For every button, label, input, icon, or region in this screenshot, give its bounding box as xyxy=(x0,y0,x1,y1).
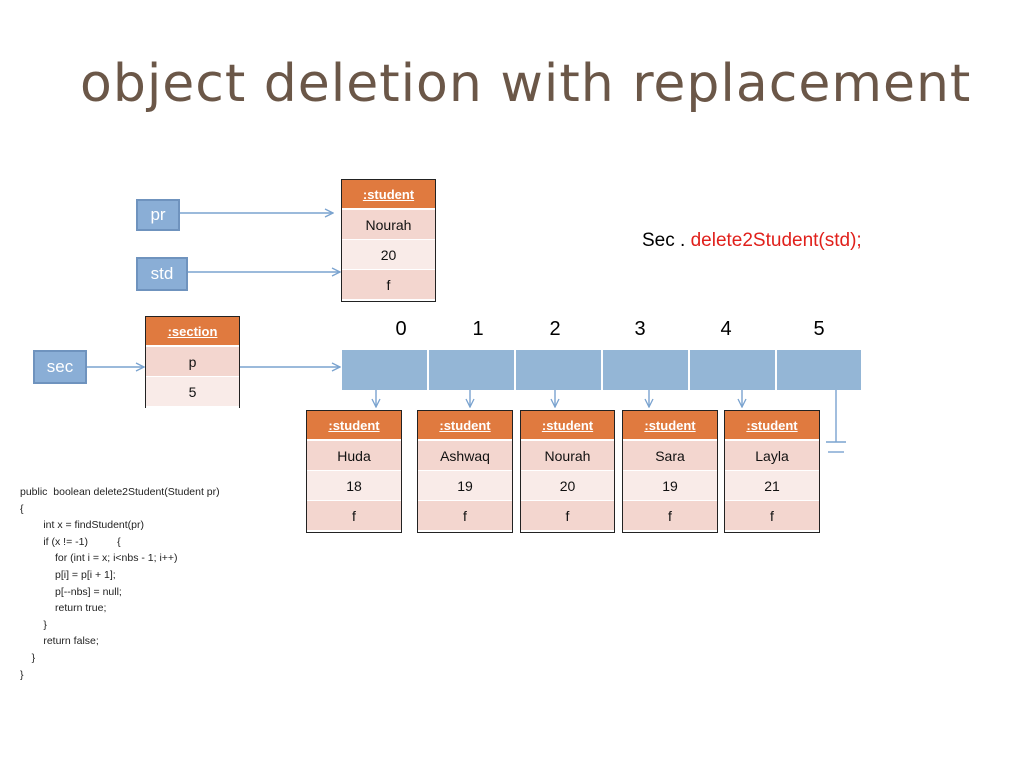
variable-sec: sec xyxy=(33,350,87,384)
variable-std-label: std xyxy=(150,264,174,283)
student-1-header: :student xyxy=(418,411,512,441)
code-line: return false; xyxy=(20,635,99,648)
code-line: int x = findStudent(pr) xyxy=(20,519,145,532)
student-object-2: :student Nourah 20 f xyxy=(520,410,615,533)
method-call-object: Sec . xyxy=(642,230,686,251)
student-4-name: Layla xyxy=(725,441,819,471)
slide-title: object deletion with replacement xyxy=(80,54,972,114)
student-0-name: Huda xyxy=(307,441,401,471)
section-header: :section xyxy=(146,317,239,347)
code-line: } xyxy=(20,651,36,664)
code-line: } xyxy=(20,668,24,681)
std-student-gender: f xyxy=(342,270,435,300)
section-object: :section p 5 xyxy=(145,316,240,408)
student-0-header: :student xyxy=(307,411,401,441)
student-2-header: :student xyxy=(521,411,614,441)
code-line: p[--nbs] = null; xyxy=(20,585,122,598)
code-line: for (int i = x; i<nbs - 1; i++) xyxy=(20,552,178,565)
array-cell-1 xyxy=(429,350,516,390)
student-1-age: 19 xyxy=(418,471,512,501)
student-2-age: 20 xyxy=(521,471,614,501)
variable-sec-label: sec xyxy=(46,357,74,376)
code-line: public boolean delete2Student(Student pr… xyxy=(20,486,220,498)
variable-pr-label: pr xyxy=(150,205,166,224)
code-line: if (x != -1) { xyxy=(20,535,121,548)
student-object-1: :student Ashwaq 19 f xyxy=(417,410,513,533)
student-4-age: 21 xyxy=(725,471,819,501)
std-student-age: 20 xyxy=(342,240,435,270)
array-cell-4 xyxy=(690,350,777,390)
code-snippet: public boolean delete2Student(Student pr… xyxy=(20,484,220,683)
std-student-name: Nourah xyxy=(342,210,435,240)
code-line: { xyxy=(20,502,24,515)
array-cell-0 xyxy=(342,350,429,390)
student-3-age: 19 xyxy=(623,471,717,501)
student-4-header: :student xyxy=(725,411,819,441)
code-line: p[i] = p[i + 1]; xyxy=(20,568,116,581)
array-cell-3 xyxy=(603,350,690,390)
student-0-gender: f xyxy=(307,501,401,531)
std-student-header: :student xyxy=(342,180,435,210)
array-index-4: 4 xyxy=(720,318,732,340)
variable-pr: pr xyxy=(136,199,180,231)
array-cell-5 xyxy=(777,350,861,390)
array-index-1: 1 xyxy=(472,318,484,340)
student-1-name: Ashwaq xyxy=(418,441,512,471)
variable-std: std xyxy=(136,257,188,291)
code-line: } xyxy=(20,618,47,631)
student-object-3: :student Sara 19 f xyxy=(622,410,718,533)
student-3-header: :student xyxy=(623,411,717,441)
array-index-2: 2 xyxy=(549,318,561,340)
student-2-name: Nourah xyxy=(521,441,614,471)
student-1-gender: f xyxy=(418,501,512,531)
code-line: return true; xyxy=(20,602,107,615)
student-object-0: :student Huda 18 f xyxy=(306,410,402,533)
student-0-age: 18 xyxy=(307,471,401,501)
array-index-0: 0 xyxy=(395,318,407,340)
std-student-object: :student Nourah 20 f xyxy=(341,179,436,302)
array-index-5: 5 xyxy=(813,318,825,340)
student-3-name: Sara xyxy=(623,441,717,471)
array-index-3: 3 xyxy=(634,318,646,340)
array-cell-2 xyxy=(516,350,603,390)
method-call-name: delete2Student(std); xyxy=(690,230,862,251)
section-field-nbs: 5 xyxy=(146,377,239,407)
method-call: Sec . delete2Student(std); xyxy=(642,230,862,252)
student-3-gender: f xyxy=(623,501,717,531)
student-4-gender: f xyxy=(725,501,819,531)
student-2-gender: f xyxy=(521,501,614,531)
section-field-p: p xyxy=(146,347,239,377)
student-object-4: :student Layla 21 f xyxy=(724,410,820,533)
